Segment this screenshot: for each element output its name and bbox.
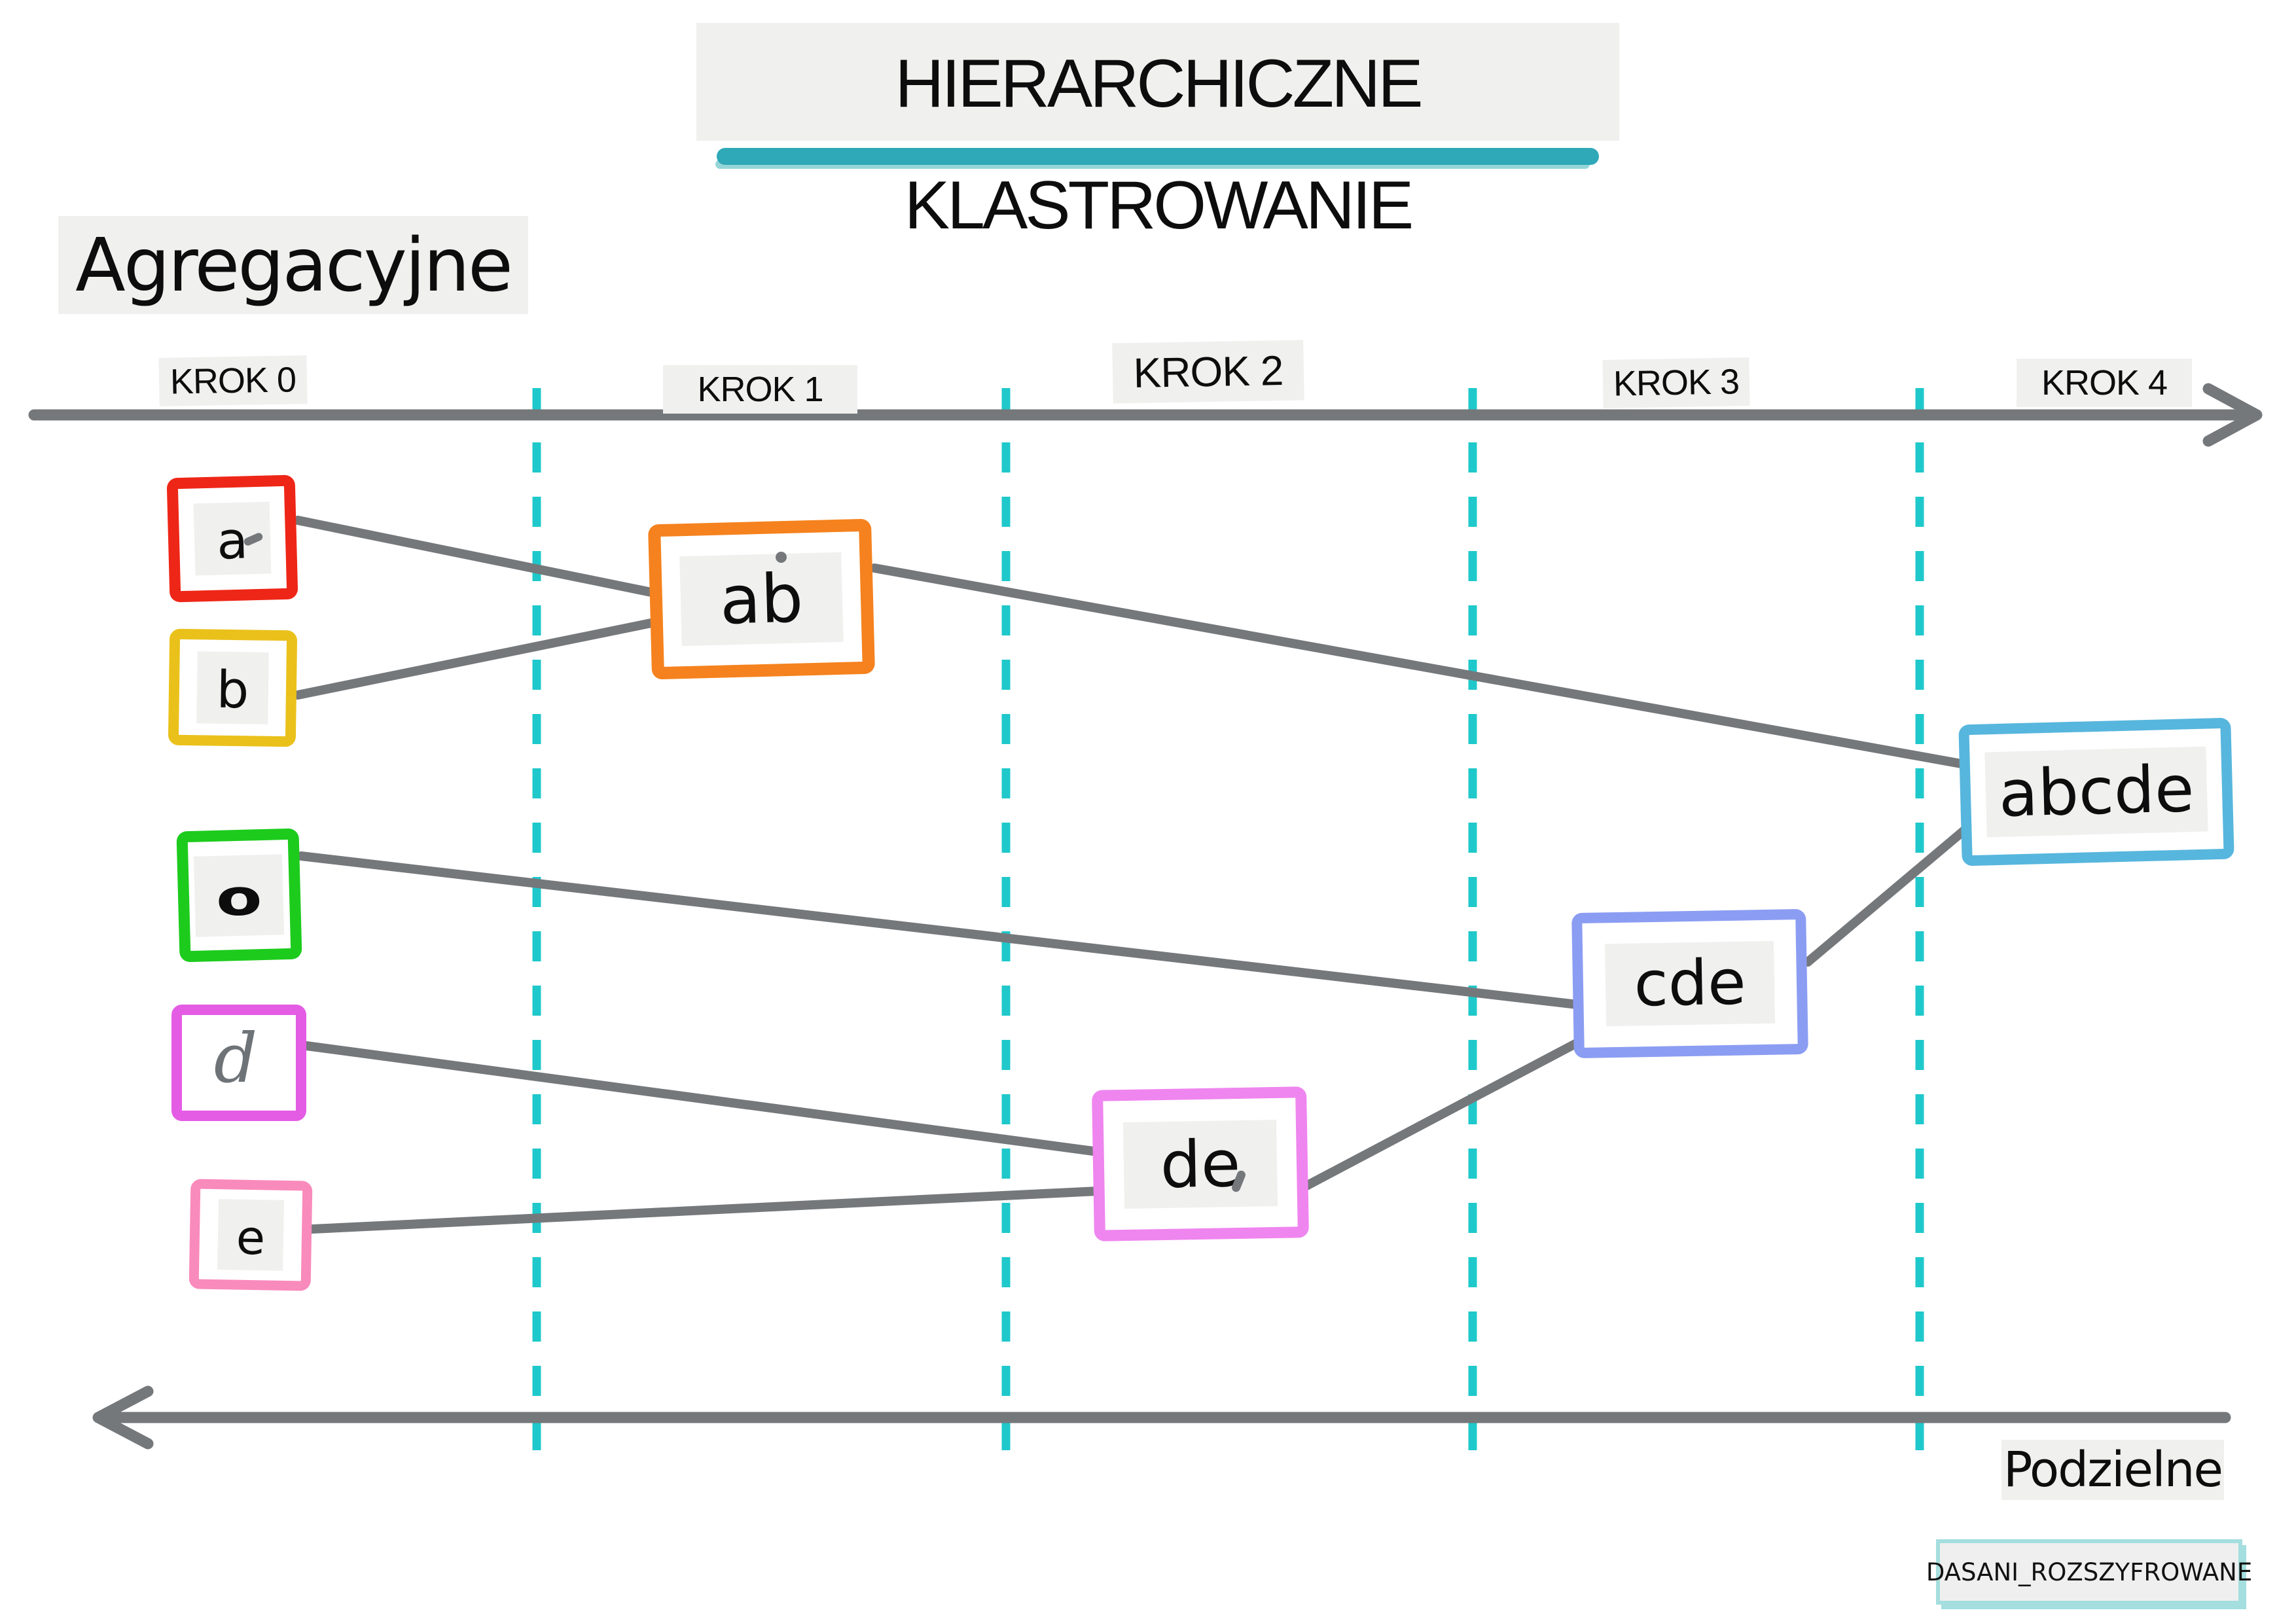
node-d: d <box>171 1005 306 1121</box>
step-label-krok-4: KROK 4 <box>2017 359 2192 407</box>
node-c-label: o <box>194 853 285 937</box>
node-abcde-label: abcde <box>1984 746 2208 838</box>
ink-mark <box>776 552 787 563</box>
edge-d-de <box>302 1041 1103 1156</box>
watermark-badge: DASANI_ROZSZYFROWANE <box>1926 1539 2252 1605</box>
step-label-krok-3: KROK 3 <box>1602 357 1750 408</box>
step-label-krok-1: KROK 1 <box>663 365 857 414</box>
node-e-label: e <box>217 1199 285 1271</box>
label-podzielne: Podzielne <box>2001 1440 2224 1500</box>
edge-ab-abcde <box>870 563 1969 769</box>
node-cde: cde <box>1571 908 1808 1059</box>
page-title: HIERARCHICZNE KLASTROWANIE <box>696 23 1619 243</box>
title-underline <box>717 148 1599 165</box>
node-a: a <box>166 474 298 603</box>
node-de-label: de <box>1122 1119 1278 1209</box>
label-agregacyjne: Agregacyjne <box>58 216 528 314</box>
step-label-krok-0: KROK 0 <box>158 355 308 406</box>
node-abcde: abcde <box>1958 717 2234 866</box>
node-c: o <box>176 828 302 963</box>
timeline-agglomerative-arrowhead <box>2202 383 2263 447</box>
node-e: e <box>188 1179 313 1291</box>
node-b-label: b <box>196 651 270 724</box>
node-d-label: d <box>213 1018 258 1098</box>
timeline-divisive-arrowhead <box>92 1385 154 1450</box>
edge-b-ab <box>293 618 656 700</box>
node-ab: ab <box>647 518 876 680</box>
edge-e-de <box>308 1186 1103 1234</box>
node-ab-label: ab <box>679 552 844 647</box>
edge-de-cde <box>1302 1035 1588 1190</box>
edge-c-cde <box>296 851 1582 1009</box>
node-b: b <box>168 628 298 747</box>
node-de: de <box>1092 1086 1309 1241</box>
node-cde-label: cde <box>1604 940 1776 1027</box>
edge-a-ab <box>293 516 656 597</box>
edge-cde-abcde <box>1803 825 1969 967</box>
step-label-krok-2: KROK 2 <box>1112 340 1304 404</box>
watermark-text: DASANI_ROZSZYFROWANE <box>1926 1558 2253 1586</box>
